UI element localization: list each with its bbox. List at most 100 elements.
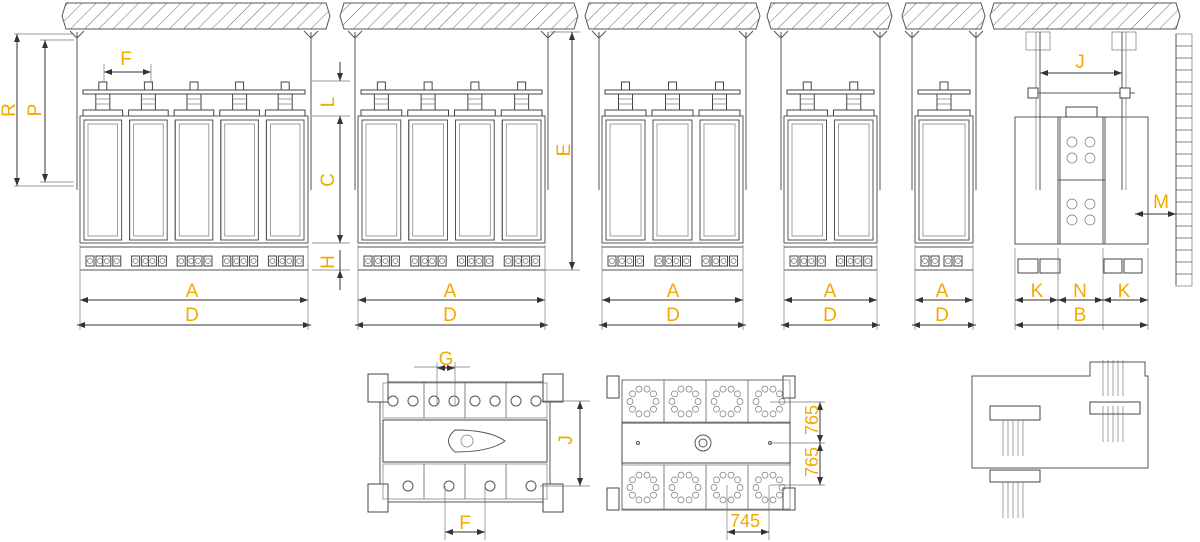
- wheel: [806, 255, 816, 267]
- bolt-hole: [713, 390, 720, 398]
- busbar-plate: [604, 89, 741, 95]
- drawing-line: [505, 258, 512, 264]
- bushing: [443, 480, 455, 492]
- drawing-line: [698, 438, 708, 448]
- drawing-line: [636, 258, 643, 264]
- hanger-bracket: [1111, 31, 1137, 51]
- wheel: [863, 255, 873, 267]
- phase-cell: [663, 464, 707, 510]
- drawing-line: [864, 258, 871, 264]
- bolt-hole: [650, 405, 657, 413]
- bolt-hole: [761, 410, 769, 418]
- core-frame: [834, 119, 874, 241]
- terminal: [802, 81, 812, 91]
- center-beam: [621, 422, 791, 464]
- drawing-line: [486, 258, 492, 264]
- wheel: [816, 255, 826, 267]
- fan-icon: [1066, 136, 1078, 148]
- wheel: [267, 255, 277, 267]
- dim-label-n: N: [1073, 281, 1087, 302]
- bolt-hole: [694, 398, 702, 405]
- tank-lid: [264, 109, 306, 117]
- bolt-hole: [761, 471, 769, 479]
- flange: [1089, 401, 1141, 415]
- bolt-hole: [727, 410, 735, 418]
- bolt-hole: [671, 390, 678, 398]
- drawing-line: [818, 258, 825, 264]
- bolt-hole: [755, 390, 762, 398]
- dim-label-b: B: [1074, 305, 1087, 326]
- center-hub: [694, 434, 712, 452]
- phase-cell: [621, 464, 665, 510]
- brick-wall: [1175, 189, 1193, 203]
- phase-cell: [621, 379, 665, 423]
- bushing: [469, 395, 481, 407]
- dim-label-g: G: [439, 349, 454, 370]
- bolt-hole: [629, 491, 636, 499]
- brick-wall: [1175, 57, 1193, 71]
- bolt-hole: [776, 405, 783, 413]
- bolt-hole: [677, 385, 685, 393]
- wheel: [836, 255, 845, 267]
- core-frame: [174, 119, 214, 241]
- drawing-line: [113, 258, 120, 264]
- bolt-hole: [713, 405, 720, 413]
- busbar-plate: [82, 89, 306, 95]
- core-window: [609, 123, 642, 237]
- transformer-housing: [79, 115, 309, 244]
- bolt-hole: [652, 398, 660, 405]
- bolt-hole: [650, 390, 657, 398]
- insulator-bushing: [232, 93, 248, 111]
- brick-wall: [1175, 177, 1193, 191]
- wheel: [1039, 258, 1061, 274]
- dim-label-a-2: A: [824, 281, 837, 302]
- terminal: [143, 81, 153, 91]
- bolt-hole: [643, 385, 651, 393]
- insulator-bushing: [467, 93, 483, 111]
- fan-icon: [1084, 198, 1096, 210]
- terminal: [1119, 87, 1131, 99]
- drawing-line: [411, 258, 418, 264]
- bolt-hole: [643, 496, 651, 504]
- brick-wall: [1175, 117, 1193, 131]
- core-frame: [605, 119, 646, 241]
- hanger-bracket: [773, 30, 789, 39]
- dim-label-c: C: [318, 173, 339, 187]
- bolt-hole: [629, 476, 636, 484]
- flange: [989, 469, 1041, 483]
- dim-745: 745: [730, 511, 760, 531]
- hanger-bracket: [1025, 31, 1051, 51]
- drawing-line: [532, 258, 539, 264]
- phase-cell: [382, 463, 425, 500]
- tank-lid: [454, 109, 496, 117]
- drawing-line: [421, 258, 428, 264]
- tank-lid: [698, 109, 741, 117]
- dim-label-r: R: [0, 103, 20, 117]
- bolt-hole: [755, 405, 762, 413]
- tank-lid: [128, 109, 169, 117]
- bolt-hole: [635, 496, 643, 504]
- tank-lid: [407, 109, 449, 117]
- brick-wall: [1175, 81, 1193, 95]
- bolt-hole: [710, 484, 718, 491]
- top-cover: [1065, 106, 1098, 118]
- bushing: [510, 395, 522, 407]
- fan-icon: [1066, 152, 1078, 164]
- wheel: [625, 255, 634, 267]
- core-window: [459, 123, 491, 237]
- drawing-line: [132, 258, 139, 264]
- fan-icon: [1066, 214, 1078, 226]
- bolt-hole: [752, 398, 760, 405]
- bolt-hole: [755, 476, 762, 484]
- bushing: [489, 395, 501, 407]
- bolt-hole: [692, 476, 699, 484]
- bushing: [387, 395, 399, 407]
- corner-mount: [782, 487, 796, 511]
- bushing: [402, 480, 414, 492]
- dim-label-a-5: A: [186, 281, 199, 302]
- wheel: [427, 255, 437, 267]
- core-window: [838, 123, 870, 237]
- drawing-line: [720, 258, 727, 264]
- drawing-line: [626, 258, 633, 264]
- hanger-bracket: [303, 30, 319, 39]
